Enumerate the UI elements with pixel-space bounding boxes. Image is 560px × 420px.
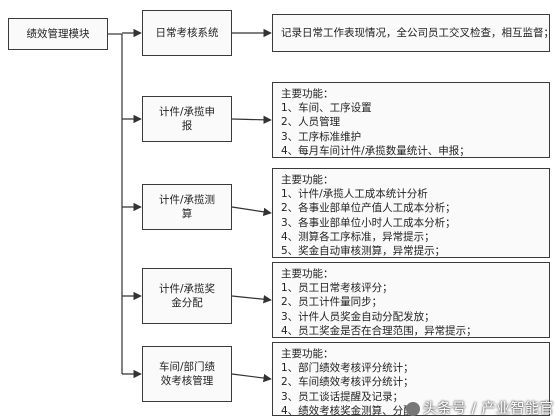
desc-arrow-1 — [231, 115, 272, 125]
desc-box-piecework-calculation: 主要功能： 1、计件/承揽人工成本统计分析 2、各事业部单位产值人工成本分析； … — [272, 168, 550, 258]
module-name-line: 效考核管理 — [160, 375, 214, 387]
desc-line: 3、工序标准维护 — [281, 130, 362, 143]
desc-line: 2、各事业部单位产值人工成本分析； — [281, 202, 456, 215]
module-name-line: 车间/部门绩 — [158, 360, 216, 373]
desc-box-bonus-allocation: 主要功能： 1、员工日常考核评分； 2、员工计件量同步； 3、计件人员奖金自动分… — [272, 262, 550, 338]
desc-line: 4、绩效考核奖金测算、分配； — [281, 404, 425, 417]
desc-line: 3、计件人员奖金自动分配发放； — [281, 310, 435, 323]
desc-line: 记录日常工作表现情况，全公司员工交叉检查，相互监督； — [281, 26, 554, 39]
watermark-text: 头条号 / 产业智能官 — [422, 401, 554, 417]
module-box-piecework-declaration: 计件/承揽申 报 — [142, 96, 232, 142]
module-name-line: 日常考核系统 — [155, 26, 219, 39]
desc-arrow-4 — [231, 373, 272, 383]
desc-line: 1、车间、工序设置 — [281, 102, 372, 115]
module-name-line: 计件/承揽测 — [158, 193, 216, 206]
module-box-bonus-allocation: 计件/承揽奖 金分配 — [142, 268, 232, 324]
desc-line: 主要功能： — [281, 88, 334, 100]
desc-line: 3、各事业部单位小时人工成本分析； — [281, 216, 456, 229]
module-name-line: 计件/承揽申 — [158, 105, 216, 118]
desc-line: 1、计件/承揽人工成本统计分析 — [281, 188, 428, 201]
desc-line: 4、员工奖金是否在合理范围，异常提示； — [281, 324, 477, 337]
module-name-line: 金分配 — [171, 297, 203, 309]
module-name-line: 算 — [181, 208, 193, 220]
desc-line: 1、员工日常考核评分； — [281, 282, 393, 295]
desc-line: 5、奖金自动审核测算，异常提示； — [281, 244, 446, 257]
desc-line: 4、每月车间计件/承揽数量统计、申报； — [281, 144, 470, 157]
watermark: 头条号 / 产业智能官 — [405, 398, 554, 418]
desc-line: 2、人员管理 — [281, 116, 341, 129]
root-module-label: 绩效管理模块 — [26, 27, 90, 40]
desc-line: 2、车间绩效考核评分统计； — [281, 376, 414, 389]
module-box-daily-assessment: 日常考核系统 — [142, 10, 232, 56]
desc-arrow-3 — [231, 295, 272, 304]
desc-line: 4、测算各工序标准，异常提示； — [281, 230, 435, 243]
desc-line: 主要功能： — [281, 348, 334, 360]
desc-line: 2、员工计件量同步； — [281, 296, 383, 309]
module-box-piecework-calculation: 计件/承揽测 算 — [142, 184, 232, 230]
desc-box-piecework-declaration: 主要功能： 1、车间、工序设置 2、人员管理 3、工序标准维护 4、每月车间计件… — [272, 82, 550, 158]
root-module-box: 绩效管理模块 — [8, 18, 108, 50]
desc-line: 1、部门绩效考核评分统计； — [281, 362, 414, 375]
module-name-line: 计件/承揽奖 — [158, 282, 216, 295]
desc-line: 主要功能： — [281, 268, 334, 280]
module-box-performance-management: 车间/部门绩 效考核管理 — [142, 346, 232, 402]
module-name-line: 报 — [181, 120, 193, 132]
desc-box-daily-assessment: 记录日常工作表现情况，全公司员工交叉检查，相互监督； — [272, 14, 554, 52]
desc-line: 3、员工谈话提醒及记录； — [281, 390, 404, 403]
desc-arrow-2 — [231, 206, 272, 217]
desc-line: 主要功能： — [281, 174, 334, 186]
watermark-logo-icon — [405, 402, 420, 416]
